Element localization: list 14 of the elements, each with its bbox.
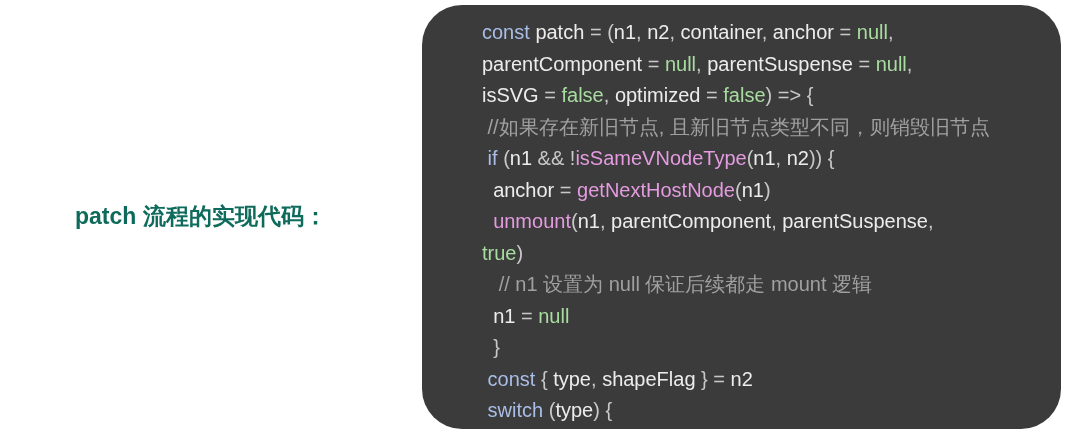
code-line: const { type, shapeFlag } = n2 <box>486 366 753 392</box>
code-line: unmount(n1, parentComponent, parentSuspense, <box>492 209 934 234</box>
code-line: //如果存在新旧节点, 且新旧节点类型不同，则销毁旧节点 <box>486 114 990 140</box>
code-line: const patch = (n1, n2, container, anchor = null, <box>482 20 894 45</box>
code-line: } <box>492 335 500 360</box>
code-line: if (n1 && !isSameVNodeType(n1, n2)) { <box>486 146 835 171</box>
code-line: isSVG = false, optimized = false) => { <box>482 83 814 108</box>
code-line: switch (type) { <box>486 398 613 423</box>
slide-heading: patch 流程的实现代码： <box>75 202 327 231</box>
code-line: parentComponent = null, parentSuspense = null, <box>482 51 913 77</box>
code-line: true) <box>482 240 524 266</box>
code-line: n1 = null <box>492 303 570 329</box>
code-line: // n1 设置为 null 保证后续都走 mount 逻辑 <box>497 272 873 297</box>
code-line: anchor = getNextHostNode(n1) <box>492 177 771 203</box>
